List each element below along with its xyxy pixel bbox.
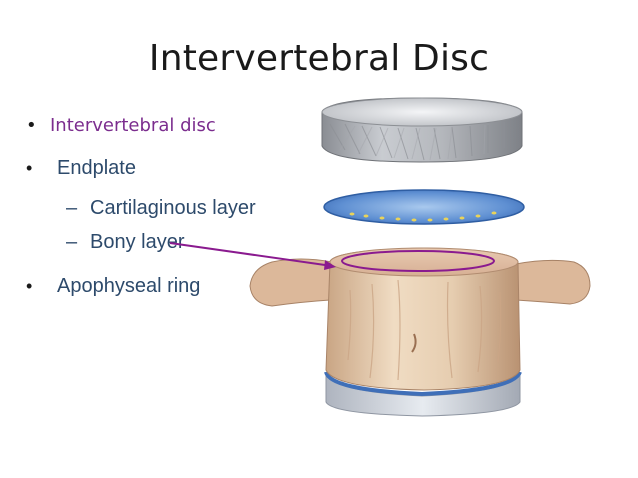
bullet-marker: • (26, 158, 33, 178)
sub-bullet-bony-layer: –Bony layer (66, 231, 185, 254)
apophyseal-ring-outline (341, 250, 495, 272)
dash-marker: – (66, 231, 78, 253)
sub-bullet-text: Cartilaginous layer (90, 197, 256, 219)
sub-bullet-text: Bony layer (90, 231, 185, 253)
bullet-marker: • (26, 115, 37, 136)
bullet-text: Intervertebral disc (50, 115, 216, 136)
pointer-arrowhead (324, 260, 336, 270)
vertebral-body-shape (249, 247, 591, 417)
slide-title: Intervertebral Disc (148, 38, 490, 79)
bullet-marker: • (26, 276, 33, 296)
bullet-text: Endplate (57, 157, 136, 179)
bullet-intervertebral-disc: • Intervertebral disc (26, 114, 216, 138)
bullet-endplate: • Endplate (26, 156, 136, 180)
bullet-text: Apophyseal ring (57, 275, 201, 297)
bullet-apophyseal-ring: • Apophyseal ring (26, 274, 200, 298)
sub-bullet-cartilaginous-layer: –Cartilaginous layer (66, 197, 256, 220)
intervertebral-disc-shape (321, 97, 523, 163)
dash-marker: – (66, 197, 78, 219)
bony-layer-pointer-line (169, 242, 333, 267)
endplate-shape (323, 189, 525, 225)
